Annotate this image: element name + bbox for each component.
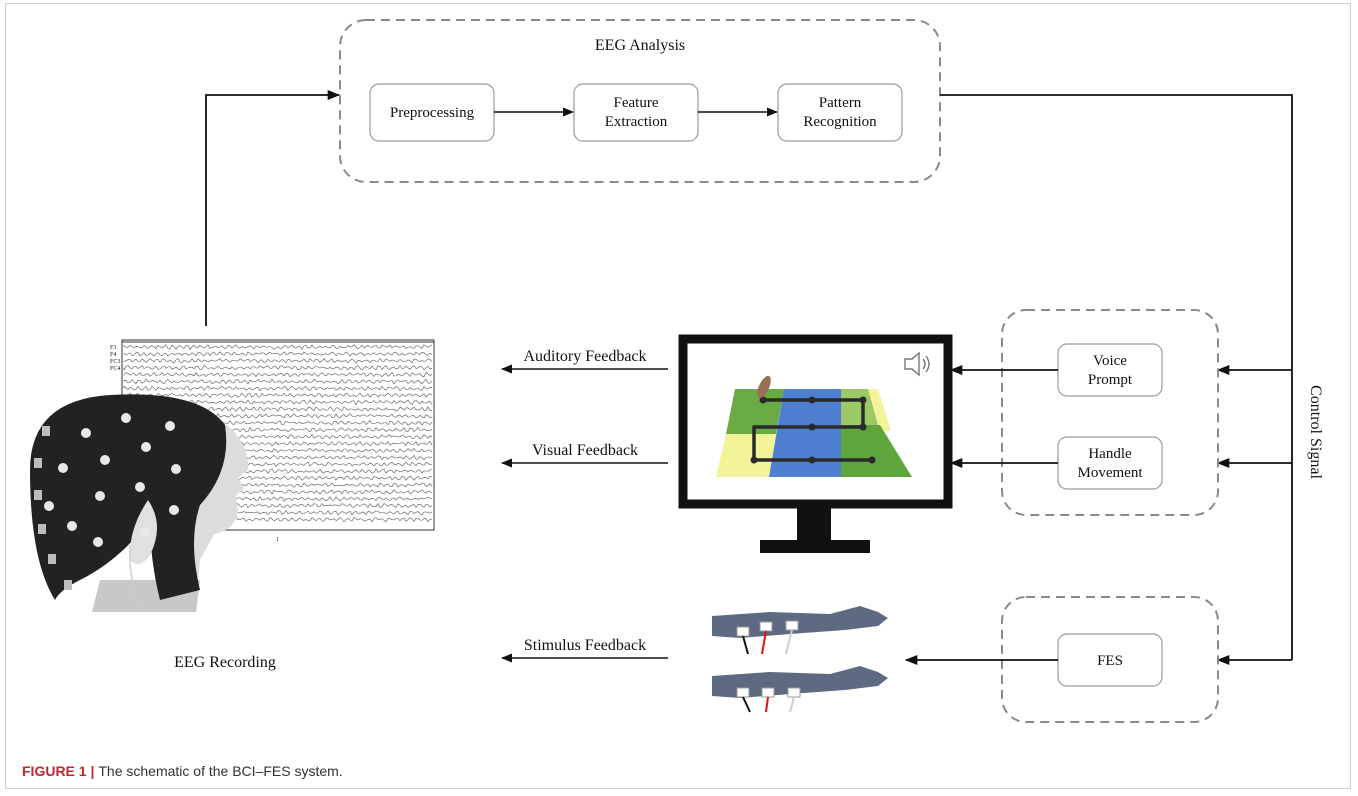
eeg-channel-f4: F4 [110, 352, 116, 358]
feedback-control-group [1001, 309, 1219, 516]
auditory-feedback-label: Auditory Feedback [523, 348, 646, 365]
feature-extraction-label-1: Feature [614, 95, 659, 111]
pattern-recognition-label-2: Recognition [803, 114, 877, 130]
eeg-trace [123, 371, 433, 378]
eeg-trace [123, 344, 433, 350]
voice-prompt-label-2: Prompt [1088, 372, 1133, 388]
control-signal-label: Control Signal [1307, 385, 1324, 479]
preprocessing-label: Preprocessing [390, 105, 475, 121]
eeg-analysis-title: EEG Analysis [595, 37, 685, 54]
handle-movement-box [1057, 436, 1163, 490]
fes-label: FES [1097, 653, 1123, 669]
eeg-trace [123, 378, 433, 385]
arm-electrodes-icon [712, 606, 888, 713]
handle-movement-label-1: Handle [1088, 446, 1132, 462]
pattern-recognition-box [777, 83, 903, 142]
eeg-trace [123, 364, 433, 371]
pattern-recognition-label-1: Pattern [819, 95, 862, 111]
arrow-recording-to-analysis [205, 89, 341, 326]
voice-prompt-label-1: Voice [1093, 353, 1127, 369]
voice-prompt-box [1057, 343, 1163, 397]
control-signal-bus [940, 94, 1293, 660]
figure-label: FIGURE 1 | [22, 763, 95, 779]
visual-feedback-label: Visual Feedback [532, 442, 638, 459]
figure-caption: FIGURE 1 |The schematic of the BCI–FES s… [22, 763, 343, 779]
eeg-trace [123, 351, 433, 357]
eeg-channel-fc4: FC4 [110, 366, 120, 372]
eeg-time-tick: 1 [276, 537, 279, 543]
eeg-channel-fc3: FC3 [110, 359, 120, 365]
eeg-cap-head-icon [30, 394, 249, 612]
eeg-trace [123, 358, 433, 364]
speaker-icon [904, 351, 930, 377]
feature-extraction-box [573, 83, 699, 142]
eeg-trace [123, 392, 433, 399]
eeg-channel-f3: F3 [110, 345, 116, 351]
eeg-trace [123, 385, 433, 392]
figure-frame [5, 3, 1351, 789]
maze-board-icon [716, 375, 912, 477]
handle-movement-label-2: Movement [1078, 465, 1144, 481]
stimulus-feedback-label: Stimulus Feedback [524, 637, 646, 654]
feature-extraction-label-2: Extraction [605, 114, 668, 130]
figure-caption-text: The schematic of the BCI–FES system. [98, 763, 343, 779]
eeg-analysis-group [339, 19, 941, 183]
eeg-recording-label: EEG Recording [174, 654, 276, 671]
